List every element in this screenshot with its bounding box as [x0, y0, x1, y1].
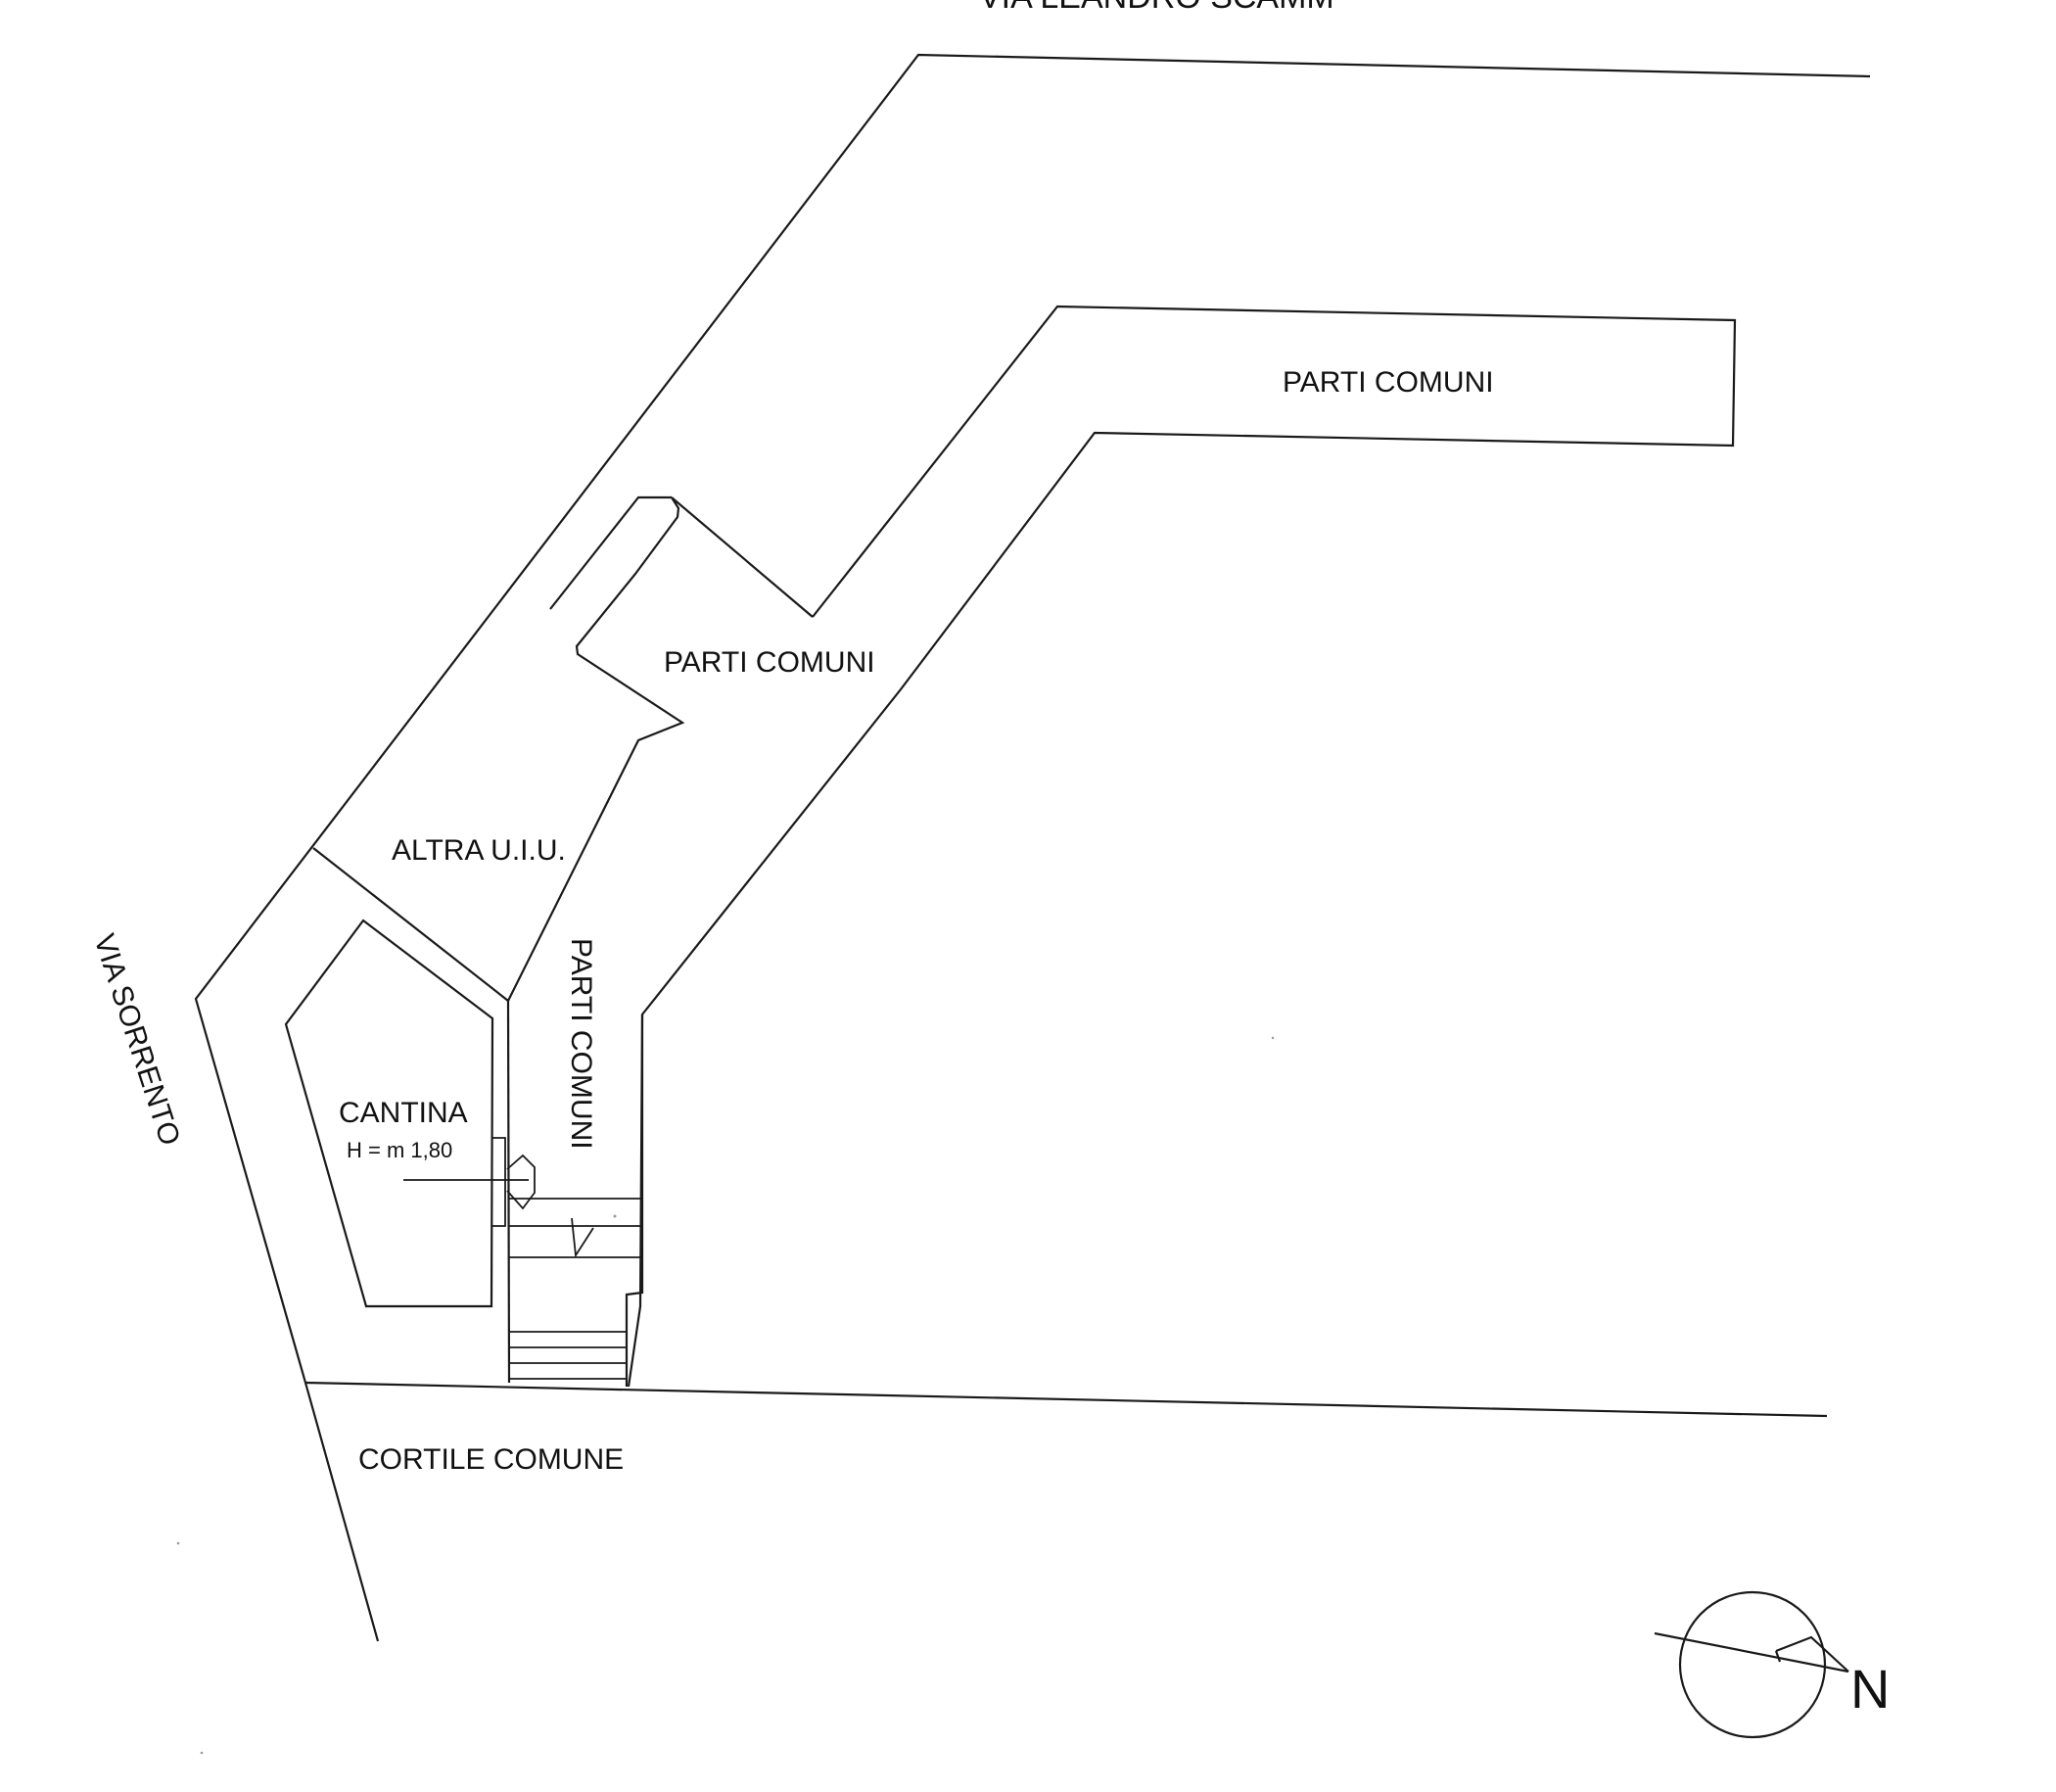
label-cantina: CANTINA [339, 1097, 468, 1129]
north-label: N [1850, 1658, 1890, 1720]
corridor-right-wall [625, 1014, 644, 1387]
street-label-top: VIA LEANDRO SCAMM [979, 0, 1334, 16]
stair-treads [509, 1198, 642, 1380]
entrance-arrow-icon [403, 1154, 536, 1210]
parti-comuni-mid-edge [549, 495, 672, 610]
cantina-wall-jog [492, 1137, 506, 1227]
stair-direction-arrow [571, 1217, 594, 1258]
north-arrow-icon: N [1654, 1590, 1890, 1739]
courtyard-boundary-line [304, 1381, 1828, 1418]
label-via-sorrento: VIA SORRENTO [87, 930, 186, 1150]
outer-boundary-line [194, 53, 1871, 1642]
label-parti-comuni-mid: PARTI COMUNI [664, 646, 875, 679]
label-cantina-height: H = m 1,80 [347, 1138, 452, 1162]
label-parti-comuni-vertical: PARTI COMUNI [565, 938, 597, 1150]
label-altra-uiu: ALTRA U.I.U. [392, 834, 566, 867]
label-cortile-comune: CORTILE COMUNE [358, 1443, 624, 1476]
label-parti-comuni-top: PARTI COMUNI [1283, 366, 1494, 399]
altra-uiu-outline [312, 496, 814, 1003]
cantina-outline [284, 919, 494, 1308]
corridor-upper-outline [627, 305, 1737, 1388]
